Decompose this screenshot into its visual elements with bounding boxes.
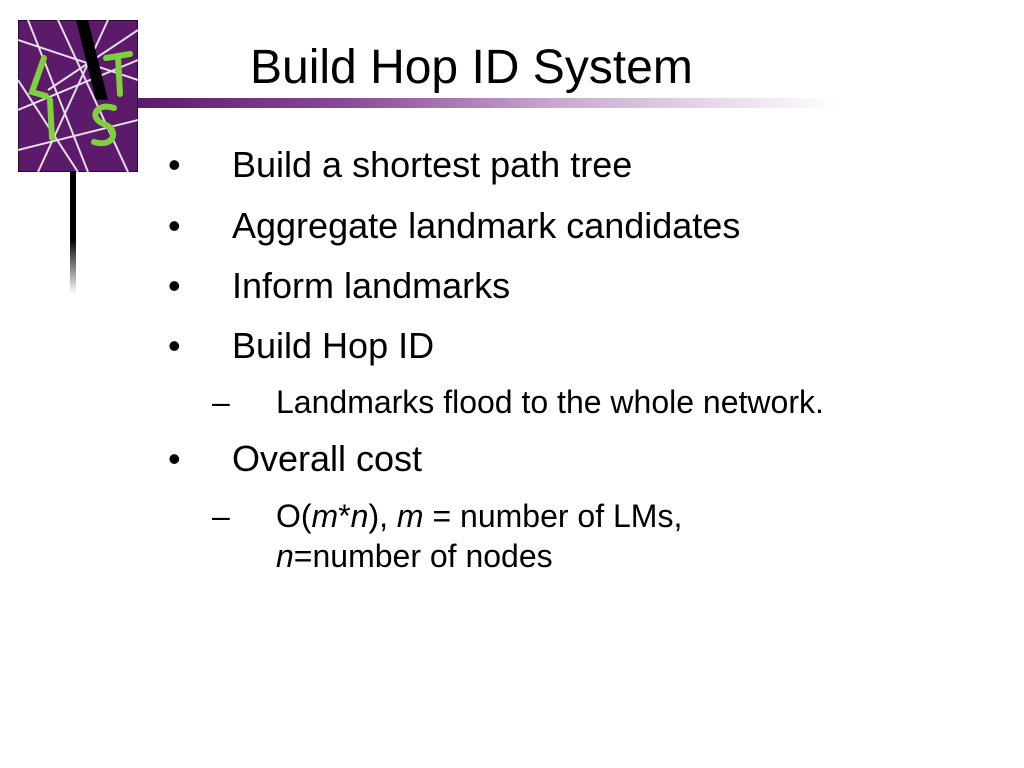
bullet-text: Build a shortest path tree [232,144,633,185]
bullet-text: Build Hop ID [232,325,435,366]
cost-formula-line-2: n=number of nodes [276,538,553,574]
sub-bullet-marker: – [212,384,230,420]
cost-formula-line-1: O(m*n), m = number of LMs, [276,498,683,534]
logo-stem [70,172,76,294]
logo-graphic [18,20,138,172]
cost-formula: O(m*n), m = number of LMs, n=number of n… [276,496,682,576]
bullet-marker: • [168,438,181,479]
title-underline-bar [138,98,838,108]
bullet-text: Overall cost [232,438,423,479]
slide-title: Build Hop ID System [250,41,693,94]
bullet-marker: • [168,205,181,246]
bullet-marker: • [168,144,181,185]
bullet-text: Aggregate landmark candidates [232,205,741,246]
bullet-marker: • [168,325,181,366]
bullet-text: Inform landmarks [232,265,511,306]
logo [18,20,138,172]
sub-bullet-text: Landmarks flood to the whole network. [276,384,824,420]
sub-bullet-marker: – [212,498,230,534]
bullet-marker: • [168,265,181,306]
